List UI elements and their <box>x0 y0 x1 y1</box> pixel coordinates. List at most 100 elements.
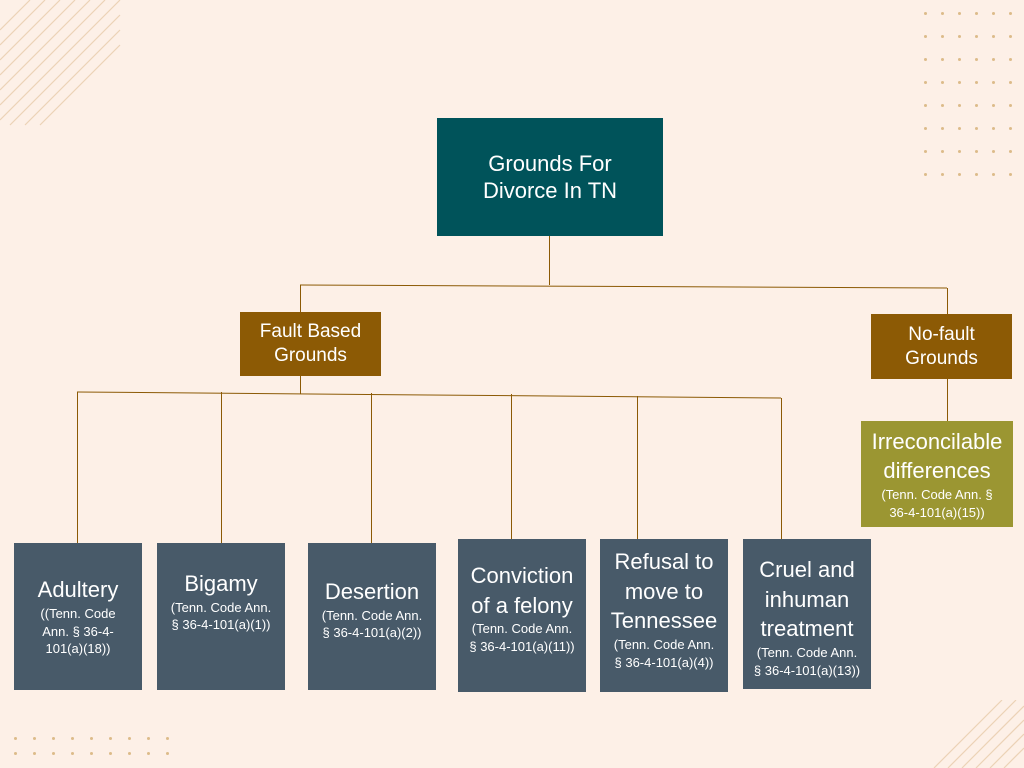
decorative-dot <box>975 104 978 107</box>
decorative-dot <box>941 12 944 15</box>
decorative-dot <box>924 12 927 15</box>
connector-nofault-down <box>947 379 948 421</box>
decorative-dot <box>992 35 995 38</box>
cruel-title-line1: Cruel and <box>759 557 855 582</box>
decorative-dot <box>941 58 944 61</box>
decorative-dot <box>128 737 131 740</box>
decorative-dot <box>941 127 944 130</box>
connector-fault-down <box>300 376 301 394</box>
connector-to-bigamy <box>221 392 222 543</box>
decorative-dot <box>958 12 961 15</box>
decorative-dot <box>924 58 927 61</box>
decorative-dot <box>924 173 927 176</box>
decorative-dot <box>109 752 112 755</box>
decorative-hatch-top-left <box>0 0 121 126</box>
refusal-title-line3: Tennessee <box>610 608 718 634</box>
decorative-dot <box>958 81 961 84</box>
conviction-cite-line2: § 36-4-101(a)(11)) <box>469 638 575 654</box>
adultery-cite-line2: Ann. § 36-4- <box>42 623 114 639</box>
decorative-dot <box>992 127 995 130</box>
refusal-node: Refusal to move to Tennessee (Tenn. Code… <box>600 539 728 692</box>
decorative-dot <box>14 737 17 740</box>
irreconcilable-cite-line1: (Tenn. Code Ann. § <box>881 487 993 503</box>
cruel-cite-line1: (Tenn. Code Ann. <box>756 645 858 661</box>
refusal-title-line1: Refusal to <box>614 549 714 574</box>
decorative-dot <box>1009 127 1012 130</box>
decorative-dot <box>924 81 927 84</box>
bigamy-title: Bigamy <box>184 571 258 596</box>
fault-based-line2: Grounds <box>274 345 347 366</box>
desertion-node: Desertion (Tenn. Code Ann. § 36-4-101(a)… <box>308 543 436 690</box>
decorative-dot <box>1009 104 1012 107</box>
decorative-dot <box>71 752 74 755</box>
decorative-dot <box>33 737 36 740</box>
refusal-title-line2: move to <box>624 578 704 604</box>
decorative-dot <box>1009 81 1012 84</box>
connector-to-desertion <box>371 393 372 543</box>
desertion-cite-line1: (Tenn. Code Ann. <box>321 607 423 623</box>
decorative-dot <box>941 35 944 38</box>
decorative-dot <box>924 35 927 38</box>
decorative-dot <box>924 127 927 130</box>
root-node-line1: Grounds For <box>488 150 612 176</box>
decorative-dot <box>992 173 995 176</box>
decorative-dot <box>992 81 995 84</box>
cruel-treatment-node: Cruel and inhuman treatment (Tenn. Code … <box>743 539 871 689</box>
decorative-dot <box>90 737 93 740</box>
no-fault-line1: No-fault <box>908 323 975 345</box>
decorative-dot <box>1009 150 1012 153</box>
decorative-dot <box>14 752 17 755</box>
decorative-dot <box>975 150 978 153</box>
decorative-dot <box>975 173 978 176</box>
desertion-title: Desertion <box>324 579 420 604</box>
adultery-title: Adultery <box>37 577 119 603</box>
decorative-dot <box>992 150 995 153</box>
decorative-dot <box>166 752 169 755</box>
decorative-dot <box>147 752 150 755</box>
decorative-dot <box>1009 173 1012 176</box>
adultery-cite-line3: 101(a)(18)) <box>45 641 111 657</box>
decorative-dot <box>166 737 169 740</box>
decorative-dot <box>52 752 55 755</box>
decorative-dot <box>958 173 961 176</box>
decorative-dot <box>941 81 944 84</box>
irreconcilable-title-line2: differences <box>883 458 991 484</box>
decorative-dot <box>975 58 978 61</box>
decorative-hatch-bottom-right <box>933 700 1024 768</box>
decorative-dot <box>147 737 150 740</box>
decorative-dot <box>958 150 961 153</box>
decorative-dot <box>33 752 36 755</box>
irreconcilable-cite-line2: 36-4-101(a)(15)) <box>889 504 985 520</box>
decorative-dot <box>1009 58 1012 61</box>
decorative-dot <box>1009 35 1012 38</box>
decorative-dot <box>975 35 978 38</box>
cruel-title-line3: treatment <box>760 616 854 642</box>
decorative-dot <box>975 81 978 84</box>
decorative-dot <box>1009 12 1012 15</box>
irreconcilable-title-line1: Irreconcilable <box>871 428 1003 454</box>
decorative-dot <box>941 173 944 176</box>
decorative-dot <box>975 12 978 15</box>
decorative-dot <box>924 104 927 107</box>
decorative-dot <box>109 737 112 740</box>
no-fault-node: No-fault Grounds <box>871 314 1012 379</box>
conviction-title-line1: Conviction <box>470 563 574 588</box>
fault-based-node: Fault Based Grounds <box>240 312 381 376</box>
bigamy-cite-line2: § 36-4-101(a)(1)) <box>171 617 271 633</box>
conviction-node: Conviction of a felony (Tenn. Code Ann. … <box>458 539 586 692</box>
connector-to-fault <box>300 285 301 312</box>
decorative-dot <box>958 35 961 38</box>
conviction-cite-line1: (Tenn. Code Ann. <box>471 621 573 637</box>
refusal-cite-line1: (Tenn. Code Ann. <box>613 637 715 653</box>
bigamy-cite-line1: (Tenn. Code Ann. <box>170 599 272 615</box>
decorative-dot <box>958 58 961 61</box>
refusal-cite-line2: § 36-4-101(a)(4)) <box>614 654 714 670</box>
root-node-line2: Divorce In TN <box>482 178 618 203</box>
connector-to-refusal <box>637 396 638 539</box>
adultery-node: Adultery ((Tenn. Code Ann. § 36-4- 101(a… <box>14 543 142 690</box>
connector-to-conviction <box>511 394 512 539</box>
decorative-dot <box>958 127 961 130</box>
decorative-dot <box>992 12 995 15</box>
